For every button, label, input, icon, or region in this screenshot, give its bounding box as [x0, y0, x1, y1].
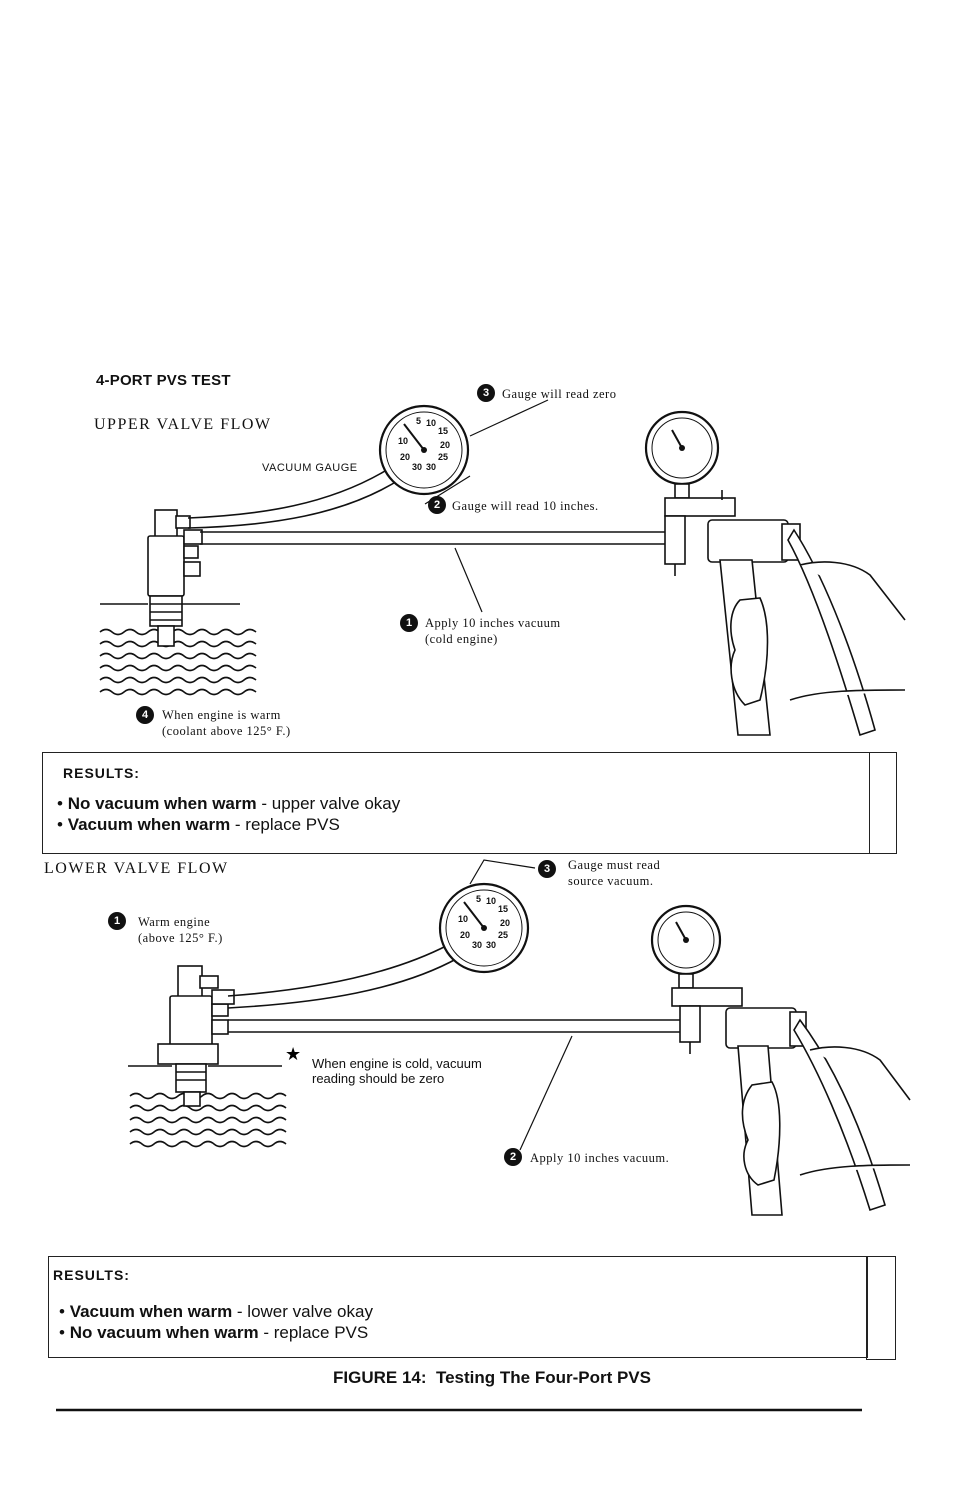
results-title: RESULTS:: [63, 765, 140, 781]
gauge-num: 25: [438, 452, 449, 462]
lower-leader-lines: [469, 859, 573, 1151]
callout-number: 3: [477, 384, 495, 402]
callout-line: (cold engine): [425, 632, 498, 646]
callout-number: 4: [136, 706, 154, 724]
gauge-num: 20: [440, 440, 451, 450]
results-sep: -: [256, 794, 272, 813]
results-item: • No vacuum when warm - upper valve okay: [57, 794, 401, 813]
callout-number: 1: [400, 614, 418, 632]
results-item: • No vacuum when warm - replace PVS: [59, 1323, 369, 1342]
star-note-line: When engine is cold, vacuum: [312, 1056, 482, 1071]
gauge-num: 15: [438, 426, 449, 436]
results-outcome: replace PVS: [245, 815, 340, 834]
gauge-num: 5: [416, 416, 422, 426]
results-outcome: upper valve okay: [271, 794, 401, 813]
results-sep: -: [258, 1323, 274, 1342]
star-note-line: reading should be zero: [312, 1071, 445, 1086]
results-list: • No vacuum when warm - upper valve okay…: [57, 793, 400, 835]
gauge-num: 10: [458, 914, 469, 924]
lower-pump-gauge: [650, 904, 722, 989]
results-condition: No vacuum when warm: [67, 794, 257, 813]
results-item: • Vacuum when warm - replace PVS: [57, 815, 340, 834]
lower-results-tab: [866, 1256, 896, 1360]
upper-pvs-valve: [147, 509, 203, 647]
callout-text: Apply 10 inches vacuum.: [530, 1151, 670, 1165]
callout-line: Gauge must read: [568, 858, 661, 872]
results-list: • Vacuum when warm - lower valve okay • …: [59, 1301, 373, 1343]
gauge-num: 10: [486, 896, 497, 906]
results-condition: Vacuum when warm: [69, 1302, 233, 1321]
star-note: When engine is cold, vacuum reading shou…: [312, 1056, 482, 1086]
gauge-num: 30: [472, 940, 483, 950]
gauge-num: 20: [460, 930, 471, 940]
figure-caption: FIGURE 14: Testing The Four-Port PVS: [333, 1368, 651, 1387]
callout-text: Gauge must read source vacuum.: [568, 857, 660, 889]
lower-results-box: RESULTS: • Vacuum when warm - lower valv…: [48, 1256, 868, 1358]
results-sep: -: [232, 1302, 248, 1321]
callout-text: Apply 10 inches vacuum (cold engine): [425, 615, 561, 647]
lower-section-title: LOWER VALVE FLOW: [44, 860, 229, 877]
results-outcome: lower valve okay: [247, 1302, 373, 1321]
callout-line: (coolant above 125° F.): [162, 724, 291, 738]
gauge-num: 5: [476, 894, 482, 904]
upper-vacuum-pump: [664, 490, 906, 737]
callout-line: Apply 10 inches vacuum: [425, 616, 561, 630]
upper-engine-coolant: [99, 603, 257, 696]
gauge-num: 20: [500, 918, 511, 928]
callout-number: 2: [428, 496, 446, 514]
callout-number: 2: [504, 1148, 522, 1166]
lower-vacuum-pump: [671, 987, 911, 1216]
callout-text: When engine is warm (coolant above 125° …: [162, 707, 291, 739]
vacuum-gauge-label: VACUUM GAUGE: [262, 462, 358, 474]
upper-results-tab: [870, 752, 897, 854]
callout-line: (above 125° F.): [138, 931, 223, 945]
callout-number: 3: [538, 860, 556, 878]
results-item: • Vacuum when warm - lower valve okay: [59, 1302, 373, 1321]
upper-vacuum-gauge: [378, 404, 470, 496]
gauge-num: 15: [498, 904, 509, 914]
results-condition: Vacuum when warm: [67, 815, 231, 834]
upper-pump-gauge: [644, 410, 720, 499]
gauge-num: 25: [498, 930, 509, 940]
results-title: RESULTS:: [53, 1267, 130, 1283]
results-sep: -: [230, 815, 246, 834]
upper-results-box: RESULTS: • No vacuum when warm - upper v…: [42, 752, 870, 854]
upper-section-title: UPPER VALVE FLOW: [94, 416, 272, 433]
star-marker: ★: [285, 1044, 301, 1065]
callout-number: 1: [108, 912, 126, 930]
results-outcome: replace PVS: [273, 1323, 369, 1342]
callout-line: Warm engine: [138, 915, 211, 929]
lower-pvs-valve: [157, 965, 235, 1107]
callout-line: source vacuum.: [568, 874, 654, 888]
gauge-num: 30: [486, 940, 497, 950]
gauge-num: 30: [426, 462, 437, 472]
gauge-num: 30: [412, 462, 423, 472]
callout-text: Warm engine (above 125° F.): [138, 914, 223, 946]
results-condition: No vacuum when warm: [69, 1323, 259, 1342]
gauge-num: 10: [426, 418, 437, 428]
lower-hoses: [227, 944, 680, 1033]
upper-hoses: [187, 467, 665, 545]
callout-line: When engine is warm: [162, 708, 281, 722]
lower-engine-coolant: [128, 1065, 287, 1148]
gauge-num: 20: [400, 452, 411, 462]
lower-vacuum-gauge: [438, 882, 530, 974]
callout-text: Gauge will read zero: [502, 387, 617, 401]
gauge-num: 10: [398, 436, 409, 446]
callout-text: Gauge will read 10 inches.: [452, 499, 599, 513]
test-title: 4-PORT PVS TEST: [96, 372, 231, 389]
